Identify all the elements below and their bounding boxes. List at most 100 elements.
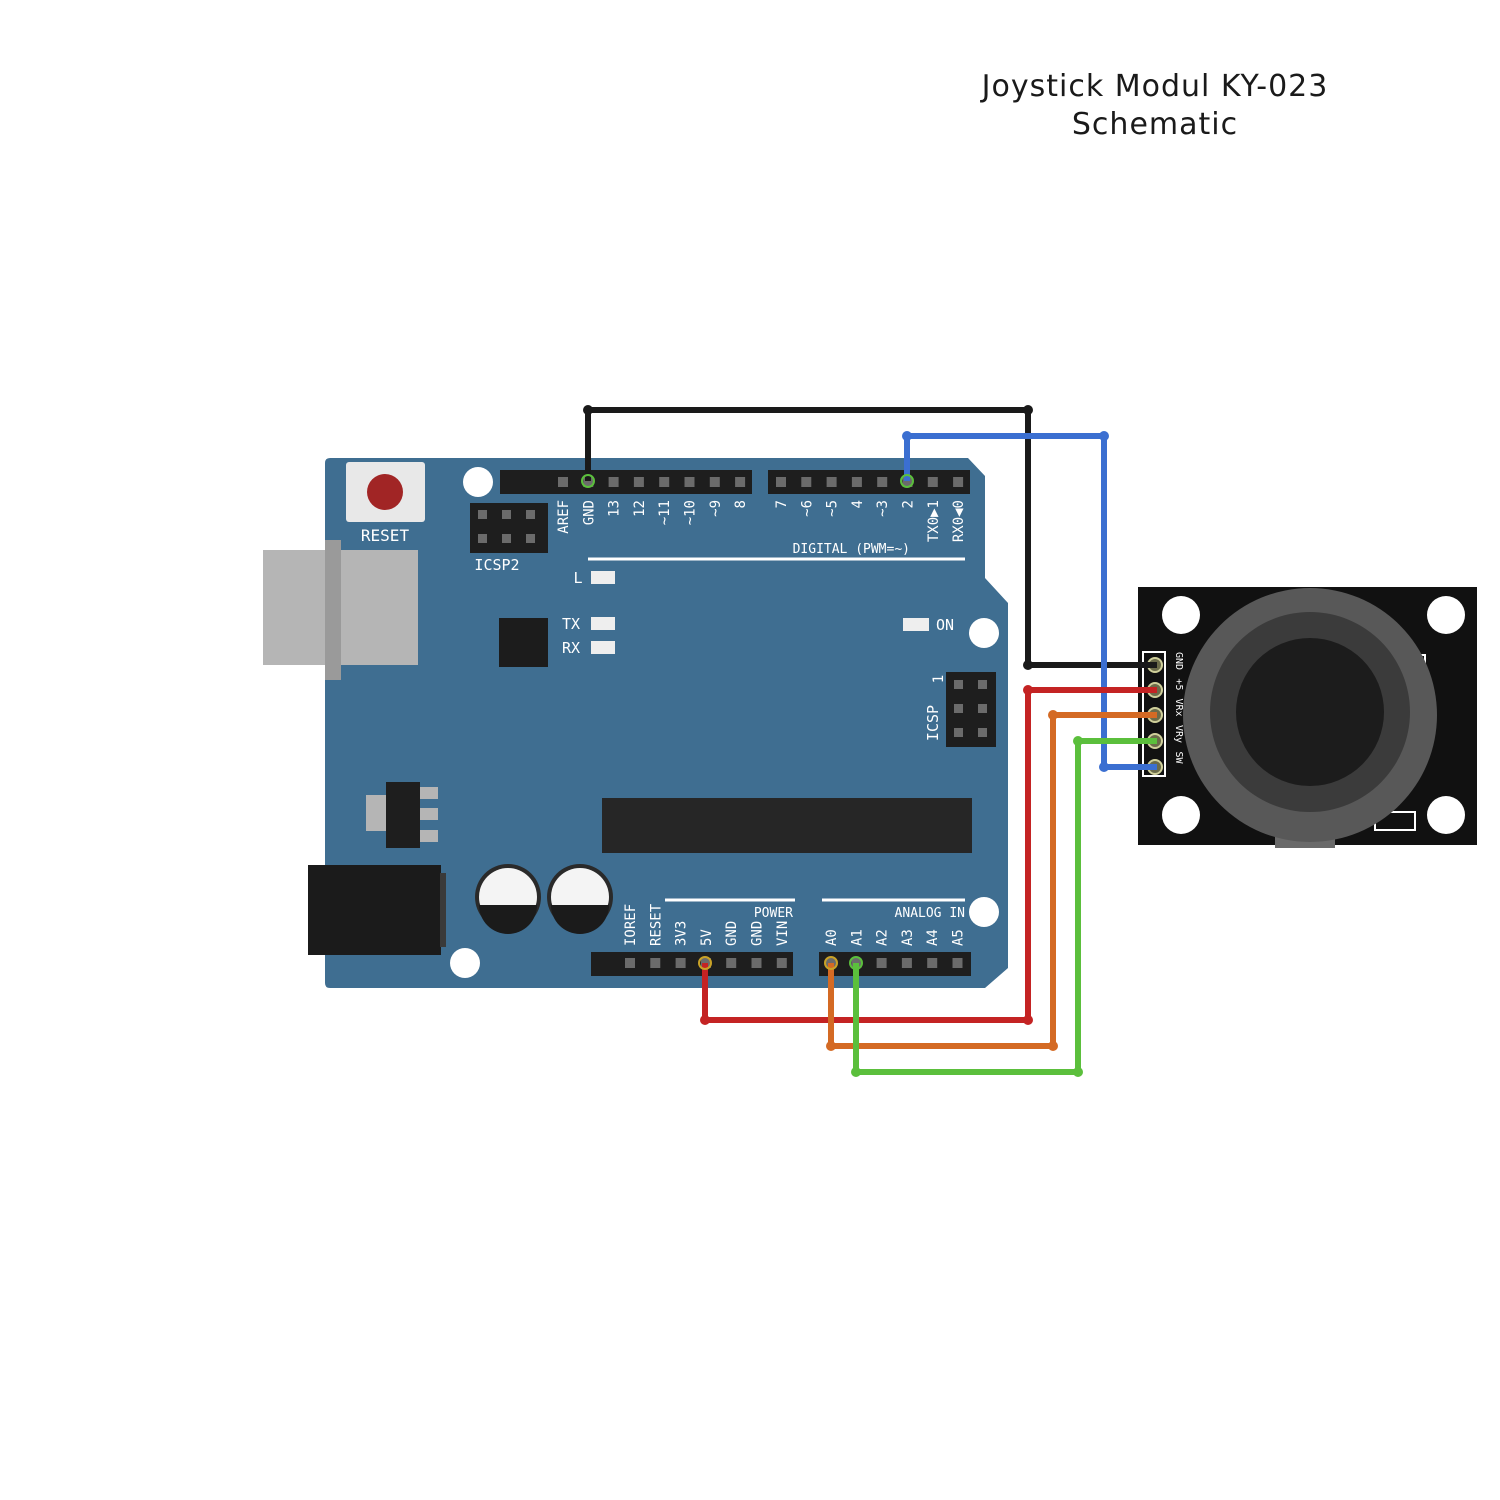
power-pin-label: IOREF [623, 904, 639, 946]
digital-pin-label: ~6 [799, 500, 815, 517]
digital-pin-label: 4 [850, 500, 866, 508]
digital-pin[interactable] [684, 477, 695, 487]
led-on-label: ON [936, 616, 954, 634]
icsp-pin1-label: 1 [931, 675, 947, 683]
analog-pin-label: A5 [951, 929, 967, 946]
mounting-hole [450, 948, 480, 978]
digital-pin-label: 13 [607, 500, 623, 517]
voltage-regulator [386, 782, 420, 848]
digital-pin-label: ~3 [875, 500, 891, 517]
led-tx-label: TX [562, 615, 580, 633]
board-pcb [325, 458, 1008, 988]
capacitor [475, 864, 541, 934]
power-pin-label: RESET [648, 903, 664, 946]
analog-pin-label: A2 [875, 929, 891, 946]
analog-pin-label: A3 [900, 929, 916, 946]
digital-pin[interactable] [558, 477, 568, 487]
joystick-pin-label: SW [1173, 752, 1184, 765]
digital-pin-label: ~10 [683, 500, 699, 525]
digital-pin-label: ~5 [825, 500, 841, 517]
digital-pin-label: ~11 [657, 500, 673, 525]
icsp-header [946, 672, 996, 747]
power-pin-label: 5V [699, 929, 715, 946]
power-pin[interactable] [726, 958, 737, 968]
digital-pin-label: ~9 [708, 500, 724, 517]
digital-pin[interactable] [902, 477, 913, 487]
digital-pin[interactable] [927, 477, 938, 487]
joystick-knob[interactable] [1236, 638, 1384, 786]
digital-pin-label: 8 [733, 500, 749, 508]
power-pin[interactable] [650, 958, 661, 968]
analog-pin[interactable] [952, 958, 963, 968]
power-pin-label: 3V3 [674, 921, 690, 946]
power-pin-label: VIN [775, 921, 791, 946]
diagram-title: Joystick Modul KY-023 Schematic [900, 68, 1410, 144]
title-line-1: Joystick Modul KY-023 [981, 69, 1329, 104]
usb-connector-edge [325, 540, 341, 680]
led-on [903, 618, 929, 631]
led-tx [591, 617, 615, 630]
digital-pin[interactable] [953, 477, 964, 487]
joystick-pin-label: +5 [1173, 679, 1184, 691]
digital-pin-label: TX0▶1 [926, 500, 942, 542]
joystick-mounting-hole [1427, 596, 1465, 634]
voltage-regulator-tab [366, 795, 386, 831]
usb-chip [499, 618, 548, 667]
power-pin[interactable] [776, 958, 787, 968]
digital-pin-label: 7 [774, 500, 790, 508]
led-l-label: L [573, 569, 582, 587]
analog-pin[interactable] [901, 958, 912, 968]
digital-pin[interactable] [776, 477, 786, 487]
analog-pin-label: A0 [824, 929, 840, 946]
power-pin-label: GND [750, 921, 766, 946]
digital-label: DIGITAL (PWM=~) [793, 542, 910, 557]
joystick-pin-label: GND [1173, 652, 1184, 670]
led-rx [591, 641, 615, 654]
led-l [591, 571, 615, 584]
digital-pin[interactable] [735, 477, 746, 487]
power-pin[interactable] [625, 958, 635, 968]
digital-pin[interactable] [826, 477, 837, 487]
analog-pin[interactable] [927, 958, 938, 968]
power-pin[interactable] [675, 958, 686, 968]
reset-label: RESET [361, 526, 410, 545]
capacitor [547, 864, 613, 934]
digital-pin[interactable] [851, 477, 862, 487]
joystick-mounting-hole [1162, 796, 1200, 834]
joystick-pin-label: VRx [1173, 699, 1184, 717]
digital-pin[interactable] [877, 477, 888, 487]
joystick-pin-label: VRy [1173, 725, 1184, 743]
reset-button[interactable] [367, 474, 403, 510]
digital-pin[interactable] [801, 477, 812, 487]
analog-pin-label: A1 [849, 929, 865, 946]
analog-label: ANALOG IN [895, 906, 965, 921]
power-pin[interactable] [751, 958, 762, 968]
power-pin-label: GND [724, 921, 740, 946]
digital-header-right [768, 470, 970, 494]
digital-pin[interactable] [709, 477, 720, 487]
digital-pin-label: 12 [632, 500, 648, 517]
digital-pin-label: GND [581, 500, 597, 525]
power-header [591, 952, 793, 976]
analog-pin-label: A4 [925, 929, 941, 946]
digital-pin[interactable] [633, 477, 644, 487]
joystick-mounting-hole [1162, 596, 1200, 634]
dc-power-jack [308, 865, 441, 955]
mounting-hole [463, 467, 493, 497]
digital-pin[interactable] [608, 477, 619, 487]
title-line-2: Schematic [1071, 107, 1239, 142]
icsp2-label: ICSP2 [474, 556, 519, 574]
analog-header [819, 952, 971, 976]
icsp-label: ICSP [924, 705, 942, 741]
digital-pin[interactable] [583, 477, 594, 487]
digital-pin[interactable] [659, 477, 670, 487]
mounting-hole [969, 618, 999, 648]
digital-pin-label: RX0◀0 [951, 500, 967, 542]
microcontroller-chip [602, 798, 972, 853]
digital-pin-label: 2 [901, 500, 917, 508]
wires [581, 405, 1157, 1077]
analog-pin[interactable] [876, 958, 887, 968]
